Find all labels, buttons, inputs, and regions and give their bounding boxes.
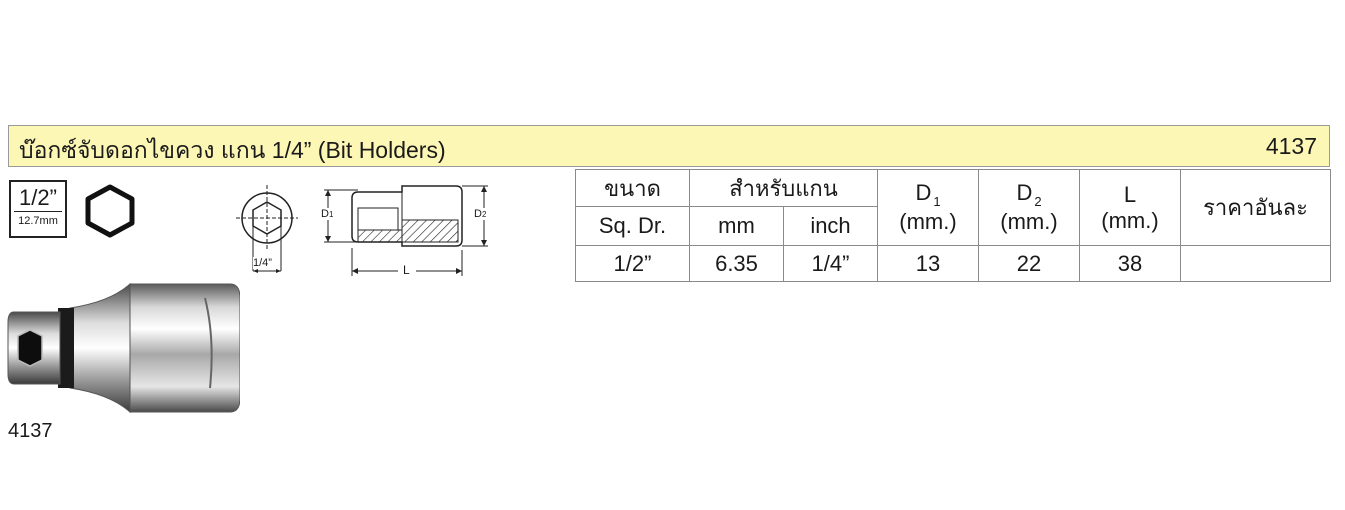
title-bar: บ๊อกซ์จับดอกไขควง แกน 1/4” (Bit Holders)… <box>8 125 1330 167</box>
cell-d2: 22 <box>978 245 1080 282</box>
size-header-top: ขนาด <box>575 169 690 207</box>
end-view-label: 1/4” <box>253 257 272 269</box>
size-header-bottom: Sq. Dr. <box>575 206 690 246</box>
cell-mm: 6.35 <box>689 245 784 282</box>
shank-mm-header: mm <box>689 206 784 246</box>
shank-inch-header: inch <box>783 206 878 246</box>
price-header: ราคาอันละ <box>1180 169 1331 246</box>
photo-caption: 4137 <box>8 420 53 442</box>
length-dimension-label: L <box>403 263 410 277</box>
cell-d1: 13 <box>877 245 979 282</box>
d1-unit: (mm.) <box>899 209 957 234</box>
d2-unit: (mm.) <box>1000 209 1058 234</box>
drive-size: 1/2” <box>19 185 57 210</box>
length-header: L (mm.) <box>1079 169 1181 246</box>
hexagon-icon <box>80 181 140 246</box>
table-row: 1/2” 6.35 1/4” 13 22 38 <box>575 245 1331 282</box>
length-unit: (mm.) <box>1101 207 1159 233</box>
drive-size-badge: 1/2” 12.7mm <box>9 180 67 238</box>
end-view-diagram: 1/4” <box>236 185 298 282</box>
cell-size: 1/2” <box>575 245 690 282</box>
product-title: บ๊อกซ์จับดอกไขควง แกน 1/4” (Bit Holders) <box>19 137 446 163</box>
product-photo <box>0 278 241 423</box>
product-code: 4137 <box>1265 133 1317 159</box>
cell-inch: 1/4” <box>783 245 878 282</box>
d1-dimension-label: D1 <box>321 208 334 220</box>
side-view-diagram: D1 D2 L <box>318 184 493 284</box>
drive-size-metric: 12.7mm <box>14 211 62 228</box>
d2-dimension-label: D2 <box>474 208 487 220</box>
cell-length: 38 <box>1079 245 1181 282</box>
cell-price <box>1180 245 1331 282</box>
shank-header: สำหรับแกน <box>689 169 878 207</box>
